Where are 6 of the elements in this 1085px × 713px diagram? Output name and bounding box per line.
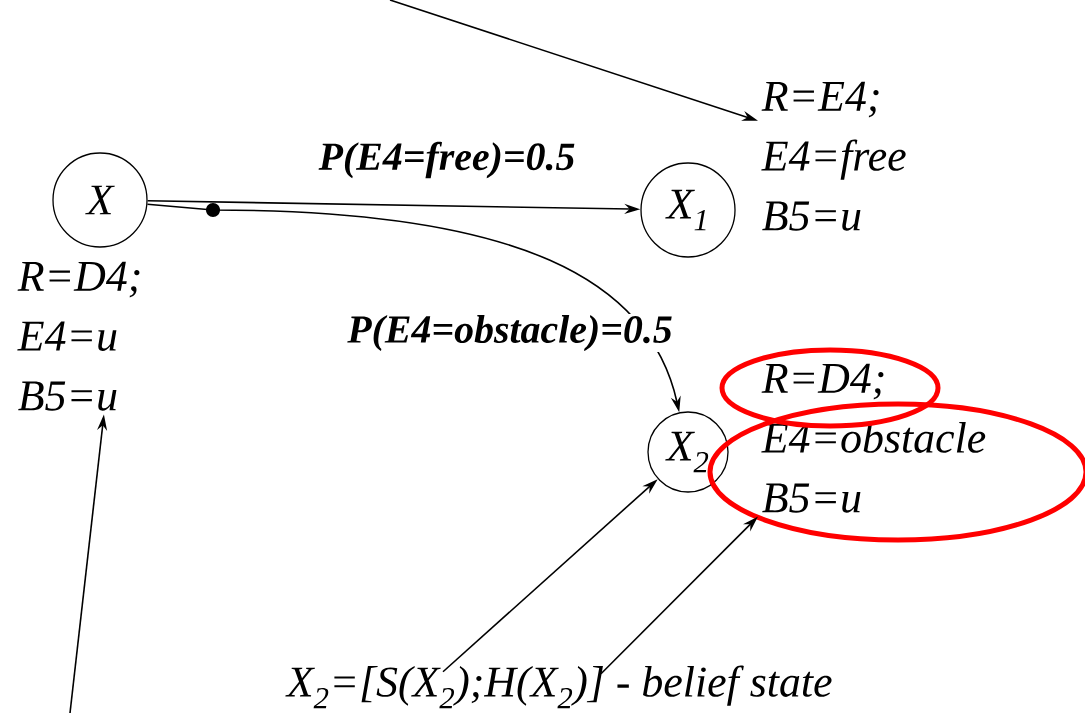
edge-label: P(E4=free)=0.5 xyxy=(317,140,577,180)
edge-label: P(E4=obstacle)=0.5 xyxy=(346,313,674,353)
state-text: R=E4; E4=free B5=u xyxy=(761,81,906,231)
caption-text: X$_{2}$=[S(X$_{2}$);H(X$_{2}$)] - belief state xyxy=(285,665,832,709)
state-text: R=D4; E4=u B5=u xyxy=(17,261,140,411)
state-text: R=D4; E4=obstacle B5=u xyxy=(761,363,986,513)
